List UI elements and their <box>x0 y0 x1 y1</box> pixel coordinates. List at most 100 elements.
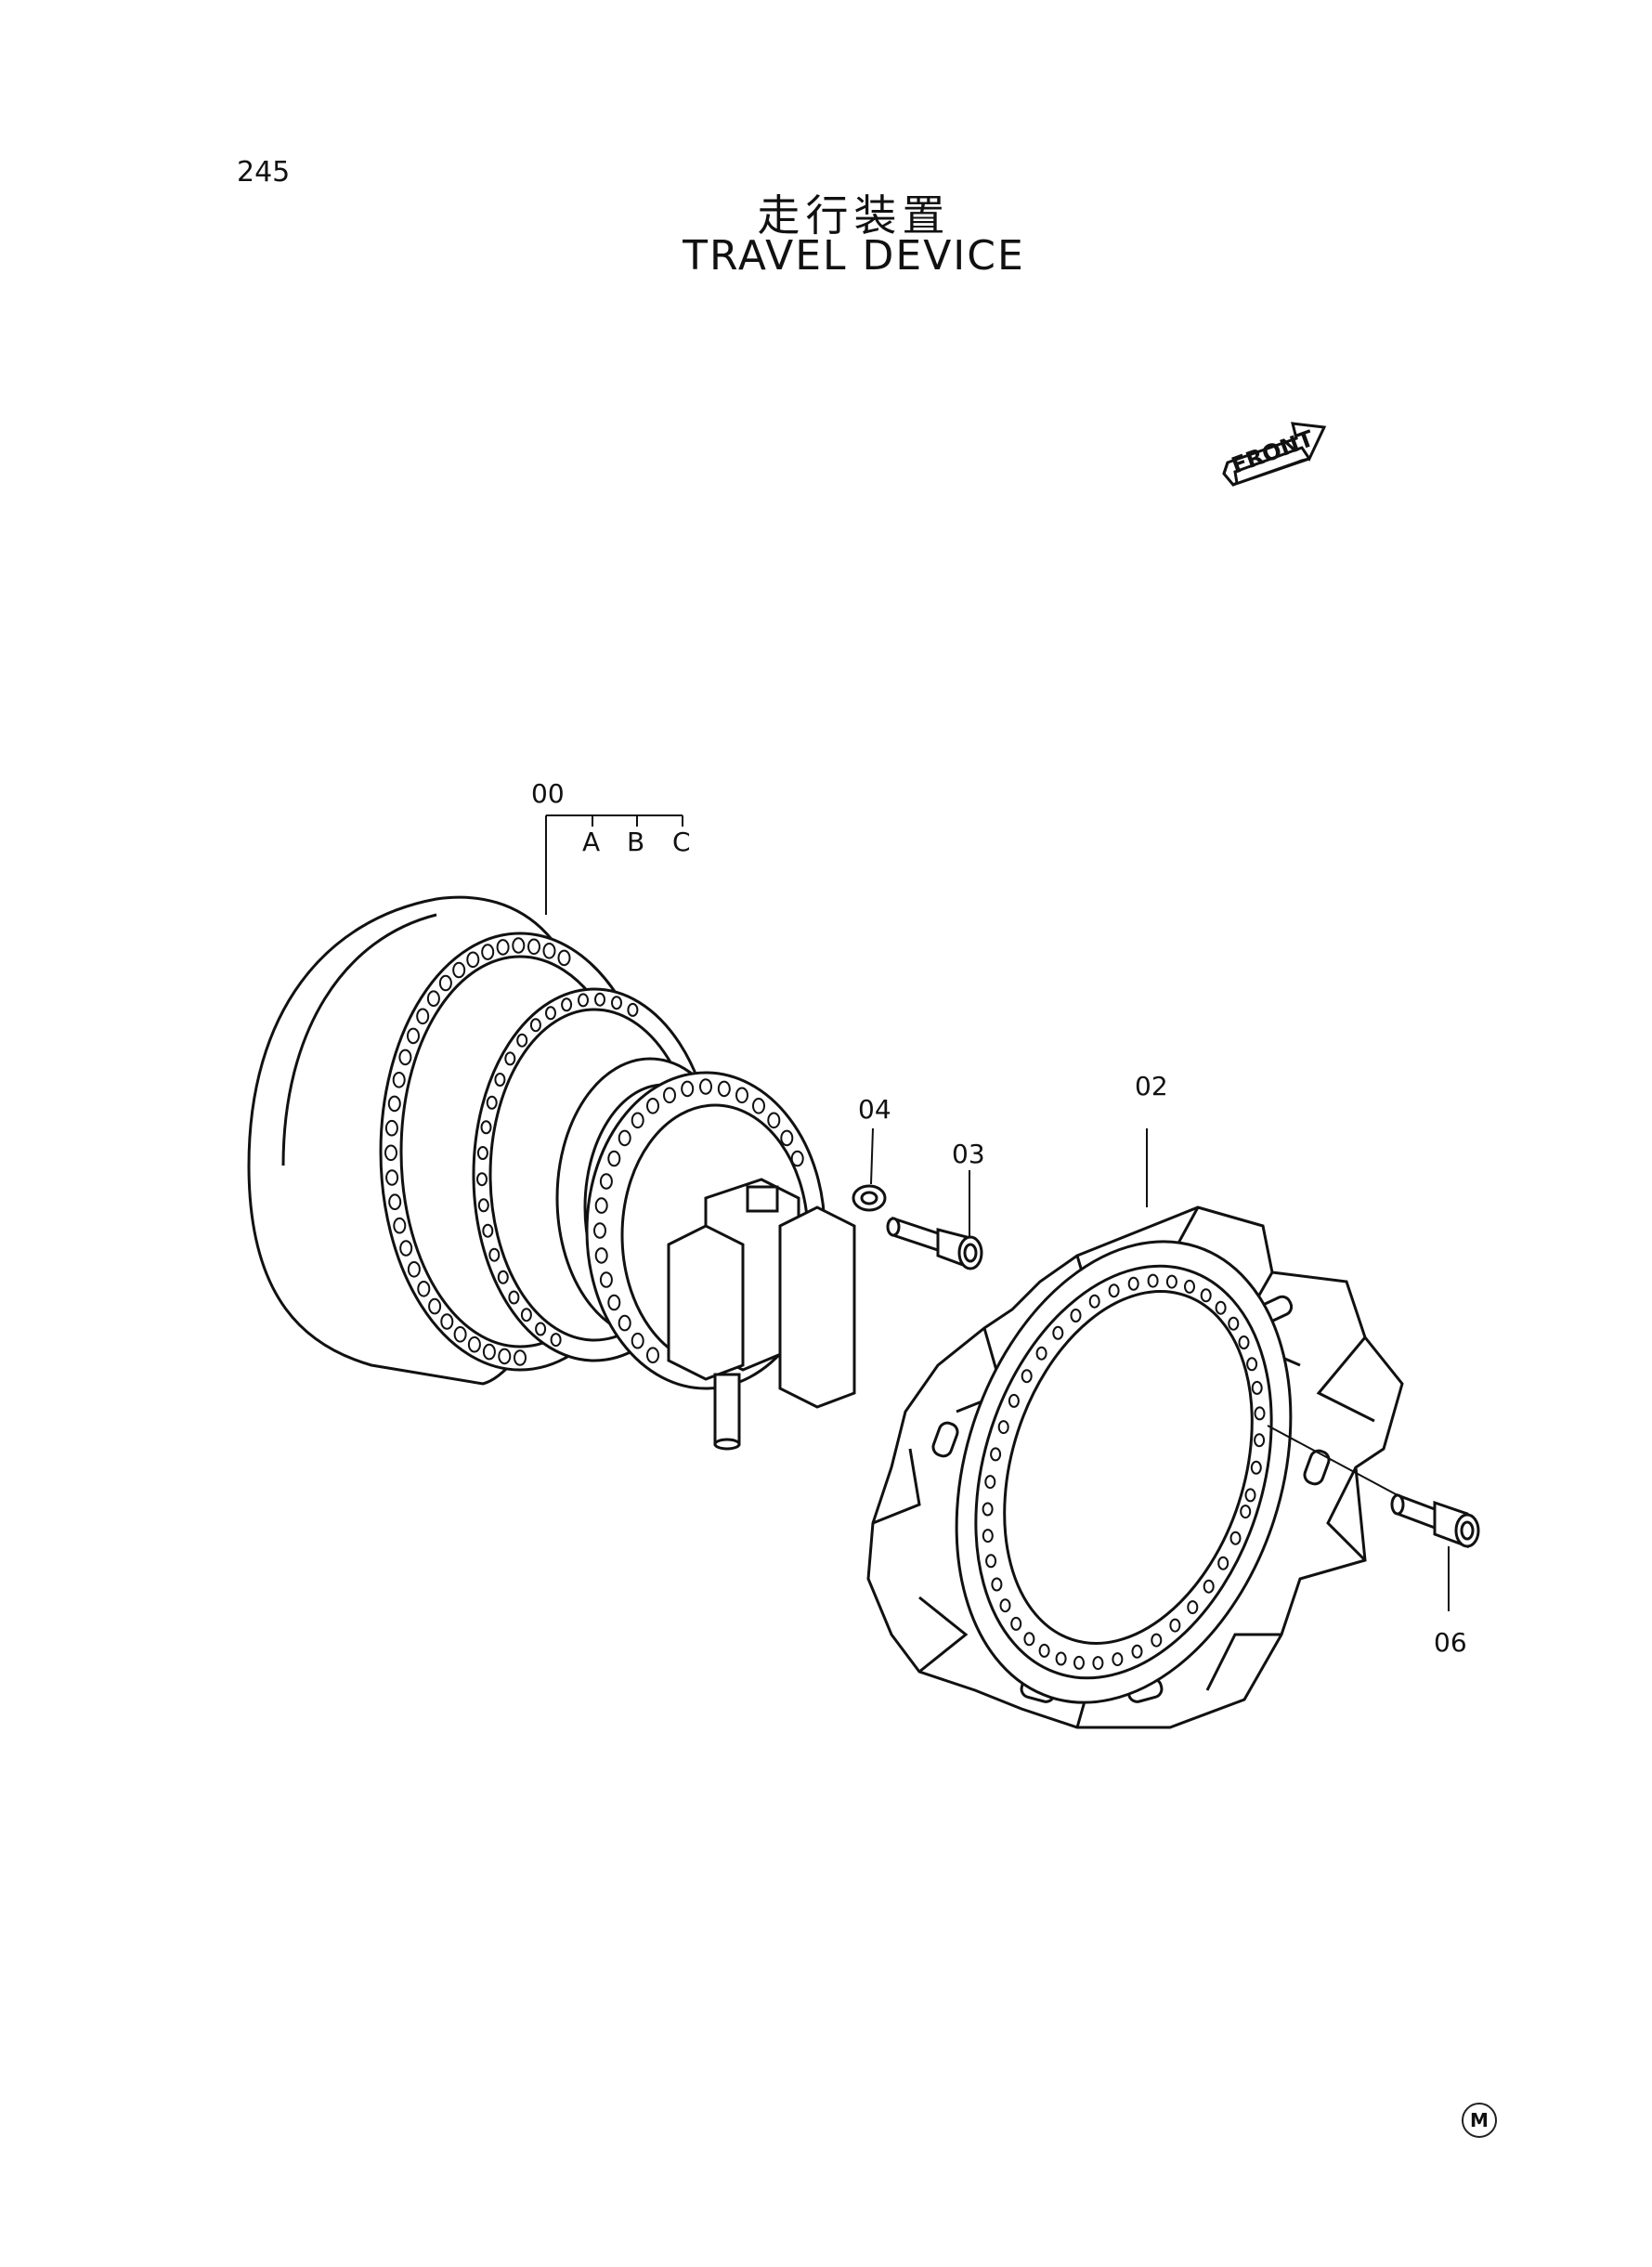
bolt-hole <box>508 1290 520 1305</box>
bolt-hole <box>482 1223 494 1238</box>
callout-02: 02 <box>1135 1071 1168 1101</box>
bolt-hole <box>1108 1283 1120 1298</box>
bolt-hole <box>529 1018 541 1033</box>
bolt-hole <box>1169 1618 1181 1633</box>
bolt-hole <box>1112 1652 1124 1667</box>
bolt-hole <box>438 974 452 992</box>
bolt-hole <box>384 1144 397 1162</box>
bolt-hole <box>646 1098 659 1114</box>
bolt-hole <box>497 1270 509 1284</box>
bolt-hole <box>1035 1346 1047 1361</box>
bolt-hole <box>480 1120 492 1135</box>
bolt-hole <box>1217 1556 1229 1570</box>
bolt-hole <box>557 949 571 967</box>
bolt-hole <box>618 1314 631 1332</box>
bolt-hole <box>398 1049 412 1066</box>
bolt-hole <box>466 951 480 969</box>
bolt-hole <box>407 1027 420 1045</box>
bolt-hole <box>399 1240 413 1257</box>
bolt-hole <box>735 1087 748 1104</box>
bolt-hole <box>1023 1632 1035 1647</box>
bolt-hole <box>1228 1316 1240 1331</box>
bolt-hole <box>991 1577 1003 1592</box>
bolt-hole <box>1203 1579 1215 1594</box>
bolt-hole <box>593 1222 606 1239</box>
bolt-hole <box>1254 1406 1266 1421</box>
bolt-hole <box>631 1332 644 1349</box>
callout-a: A <box>582 827 601 857</box>
callout-03: 03 <box>952 1139 985 1169</box>
bolt-hole <box>482 1343 496 1361</box>
bolt-hole <box>416 1008 430 1025</box>
bolt-hole <box>646 1347 659 1363</box>
bolt-hole <box>1092 1656 1104 1671</box>
bolt-hole <box>611 996 622 1010</box>
bolt-hole <box>1070 1309 1082 1322</box>
bolt-hole <box>542 943 556 959</box>
bolt-hole <box>627 1002 639 1017</box>
bolt-hole <box>453 1326 467 1343</box>
bolt-part <box>886 1170 983 1270</box>
bolt-hole <box>417 1281 431 1297</box>
bolt-hole <box>618 1129 631 1147</box>
bolt-hole <box>527 938 540 956</box>
bolt-hole <box>984 1475 996 1490</box>
assembly-leader-lines <box>545 814 683 915</box>
bolt-hole <box>1187 1600 1199 1615</box>
bolt-hole <box>407 1261 421 1278</box>
callout-00: 00 <box>531 778 565 809</box>
bolt-hole <box>997 1420 1009 1435</box>
page-title-japanese: 走行装置 <box>757 190 951 241</box>
bolt-hole <box>514 1349 527 1366</box>
bolt-hole <box>1010 1616 1022 1631</box>
callout-06: 06 <box>1434 1627 1467 1658</box>
bolt-hole <box>1131 1644 1143 1659</box>
bolt-hole <box>426 990 440 1007</box>
bolt-hole <box>681 1080 695 1098</box>
bolt-hole <box>982 1502 994 1517</box>
callout-04: 04 <box>858 1094 891 1125</box>
bolt-hole <box>1244 1488 1256 1503</box>
bolt-hole <box>594 992 605 1007</box>
bolt-hole <box>1038 1643 1050 1658</box>
flange-bolt-holes <box>384 937 804 1366</box>
travel-motor-assembly <box>247 895 856 1451</box>
bolt-hole <box>790 1150 804 1167</box>
bolt-hole <box>985 1554 997 1569</box>
callout-c: C <box>672 827 691 857</box>
bolt-hole <box>663 1087 676 1104</box>
bolt-hole <box>467 1335 481 1353</box>
bolt-hole <box>550 1333 562 1348</box>
bolt-hole <box>780 1129 794 1147</box>
bolt-hole <box>607 1150 621 1167</box>
page-title-english: TRAVEL DEVICE <box>683 232 1025 280</box>
bolt-hole <box>999 1598 1011 1613</box>
bolt-hole <box>1238 1335 1250 1349</box>
bolt-hole <box>599 1173 613 1190</box>
bolt-hole <box>384 1119 398 1137</box>
bolt-hole <box>1073 1655 1085 1670</box>
bolt-hole <box>388 1193 402 1210</box>
bolt-hole <box>594 1197 608 1214</box>
bolt-hole <box>1184 1279 1195 1294</box>
bolt-hole <box>476 1172 488 1187</box>
bolt-hole <box>440 1313 454 1330</box>
bolt-hole <box>392 1072 406 1088</box>
bolt-hole <box>488 1247 501 1262</box>
bolt-hole <box>1165 1274 1177 1289</box>
bolt-hole <box>982 1529 994 1544</box>
bolt-hole <box>512 937 526 954</box>
bolt-hole <box>1021 1369 1033 1384</box>
bolt-hole <box>1251 1380 1263 1395</box>
bolt-hole <box>385 1169 399 1186</box>
bolt-hole <box>1229 1531 1242 1545</box>
bolt-hole <box>1200 1288 1212 1303</box>
bolt-hole <box>486 1095 498 1110</box>
bolt-hole <box>498 1348 512 1365</box>
bolt-hole <box>1052 1325 1064 1340</box>
bolt-hole <box>717 1080 731 1098</box>
bolt-hole <box>494 1073 506 1087</box>
callout-b: B <box>627 827 645 857</box>
bolt-hole <box>1147 1273 1159 1288</box>
